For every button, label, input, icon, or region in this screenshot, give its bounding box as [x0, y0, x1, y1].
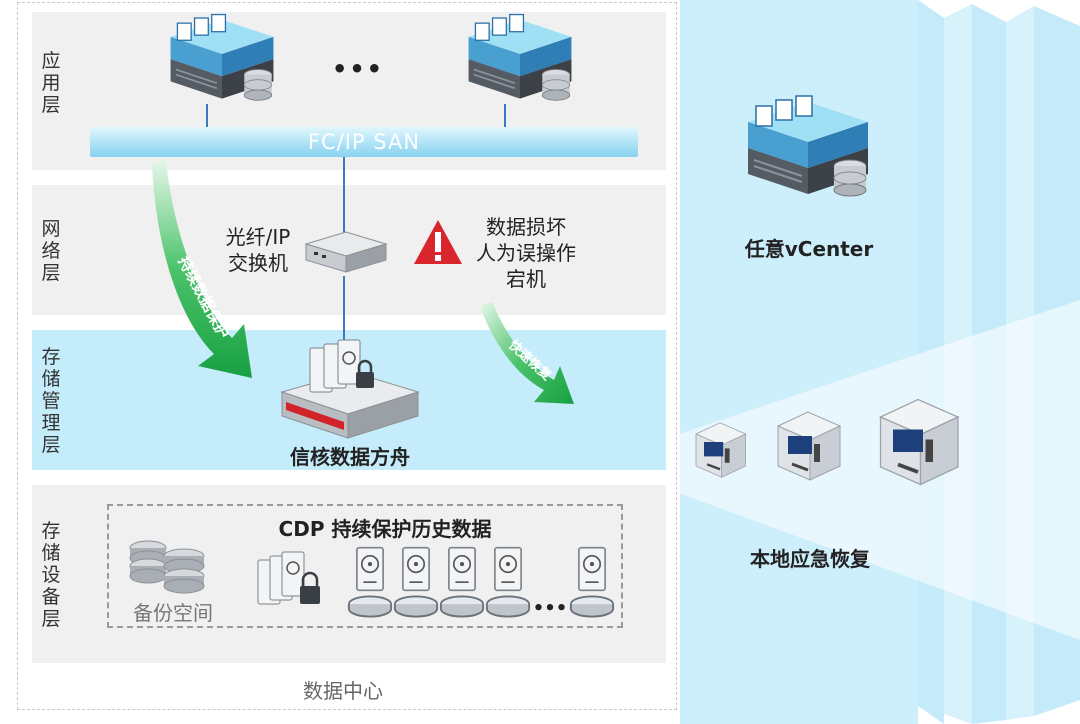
- locked-snapshot-icon: [257, 551, 320, 605]
- backup-space-icon: [129, 540, 205, 594]
- recovery-pc-icon: [688, 418, 752, 482]
- recovery-pc-icon: [768, 406, 848, 486]
- switch-label-line2: 交换机: [228, 251, 288, 275]
- application-layer-label: 应用层: [41, 50, 61, 116]
- history-ellipsis: •••: [532, 598, 568, 619]
- data-ark-appliance-icon: [280, 339, 420, 439]
- history-platter-icon: [392, 594, 440, 618]
- data-center-frame: [17, 2, 677, 710]
- local-recovery-label: 本地应急恢复: [750, 547, 870, 571]
- risk-line-1: 数据损坏: [486, 215, 566, 239]
- cdp-history-title: CDP 持续保护历史数据: [278, 517, 492, 541]
- history-platter-icon: [438, 594, 486, 618]
- connector-lines: [206, 104, 506, 346]
- vcenter-esx-server-icon: [738, 86, 878, 212]
- history-platter-icon: [568, 594, 616, 618]
- continuous-protection-arrow: 持续数据保护: [152, 160, 252, 378]
- storage-mgmt-layer-label: 存储管理层: [41, 346, 61, 456]
- recovery-pc-icon: [868, 392, 968, 492]
- right-panel-background: [676, 0, 1080, 724]
- history-disk-icon: [572, 546, 612, 592]
- switch-label-line1: 光纤/IP: [225, 225, 291, 249]
- warning-icon: [414, 220, 462, 264]
- history-disk-icon: [442, 546, 482, 592]
- fast-recovery-arrow: 快速恢复: [480, 302, 574, 404]
- esx-server-icon: [460, 10, 580, 110]
- backup-space-label: 备份空间: [133, 601, 213, 625]
- risk-line-2: 人为误操作: [476, 241, 576, 265]
- data-center-caption: 数据中心: [303, 679, 383, 703]
- history-disk-icon: [396, 546, 436, 592]
- history-platter-icon: [484, 594, 532, 618]
- ellipsis: •••: [331, 55, 385, 83]
- san-bar: FC/IP SAN: [90, 127, 638, 157]
- data-ark-name: 信核数据方舟: [290, 445, 410, 469]
- history-disk-icon: [488, 546, 528, 592]
- storage-device-layer-label: 存储设备层: [41, 520, 61, 630]
- san-label: FC/IP SAN: [307, 130, 421, 154]
- network-switch-icon: [304, 231, 388, 273]
- esx-server-icon: [162, 10, 282, 110]
- risk-line-3: 宕机: [506, 267, 546, 291]
- history-platter-icon: [346, 594, 394, 618]
- vcenter-label: 任意vCenter: [744, 237, 874, 261]
- cdp-history-box: [107, 504, 623, 628]
- recovery-light-beam: [676, 300, 1080, 640]
- network-layer-label: 网络层: [41, 218, 61, 284]
- history-disk-icon: [350, 546, 390, 592]
